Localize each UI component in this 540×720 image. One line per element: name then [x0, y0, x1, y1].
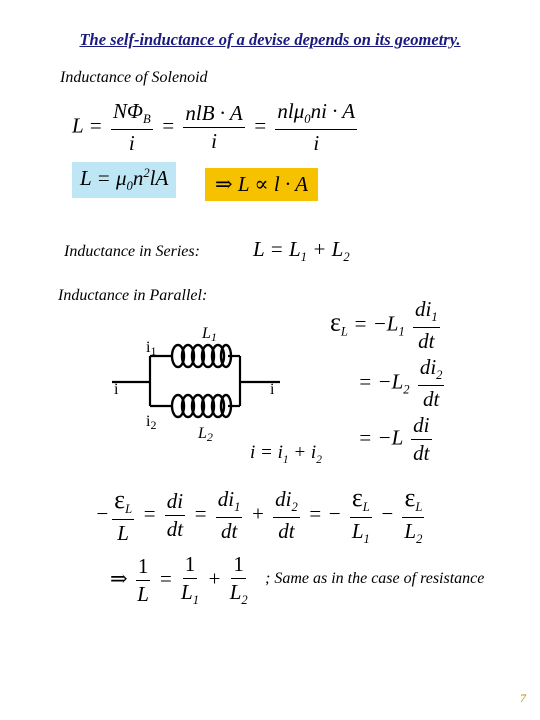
i-right-label: i — [270, 381, 275, 398]
parallel-heading: Inductance in Parallel: — [58, 287, 208, 304]
i2-subscript: 2 — [150, 418, 156, 432]
page-number: 7 — [520, 691, 526, 705]
L2-label: L — [197, 425, 207, 442]
svg-text:i1: i1 — [146, 339, 156, 358]
L2-subscript: 2 — [207, 430, 213, 444]
svg-text:L1: L1 — [201, 325, 217, 344]
L1-label: L — [201, 325, 211, 342]
i2-label: i — [146, 413, 151, 430]
resistance-note: ; Same as in the case of resistance — [265, 570, 485, 587]
series-equation: L = L1 + L2 — [253, 237, 350, 265]
i-left-label: i — [114, 381, 119, 398]
L1-subscript: 1 — [211, 330, 217, 344]
svg-text:L2: L2 — [197, 425, 213, 444]
i1-subscript: 1 — [150, 344, 156, 358]
i1-label: i — [146, 339, 151, 356]
svg-text:i: i — [270, 381, 275, 398]
svg-text:i2: i2 — [146, 413, 156, 432]
current-sum-equation: i = i1 + i2 — [250, 442, 322, 466]
solenoid-heading: Inductance of Solenoid — [60, 69, 208, 86]
series-heading: Inductance in Series: — [64, 243, 200, 260]
parallel-inductor-circuit: i1 L1 i i i2 L2 — [112, 325, 280, 444]
page-title: The self-inductance of a devise depends … — [79, 30, 461, 49]
svg-text:i: i — [114, 381, 119, 398]
solenoid-result-box: L = μ0n2lA — [72, 162, 177, 199]
proportionality-box: ⇒ L ∝ l · A — [205, 168, 318, 201]
